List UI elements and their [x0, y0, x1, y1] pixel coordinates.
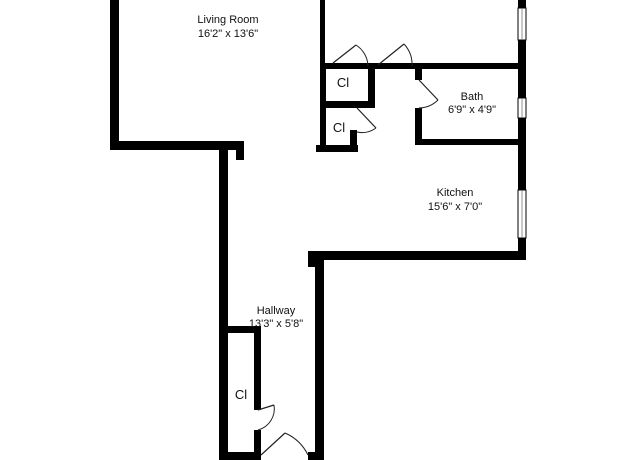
- middle-closet-bottom-wall: [316, 145, 358, 152]
- living-room-dims: 16'2" x 13'6": [198, 28, 258, 40]
- hallway-right-wall-corner: [308, 251, 324, 267]
- upper-closet-top-wall: [320, 63, 375, 69]
- room-labels: Living Room 16'2" x 13'6" Bath 6'9" x 4'…: [197, 14, 496, 402]
- right-exterior-wall-upper: [518, 40, 526, 98]
- lower-closet-label: Cl: [235, 387, 247, 402]
- door-upper-closet: [332, 44, 369, 67]
- upper-closet-bottom-wall: [320, 101, 375, 108]
- living-room-left-wall: [110, 0, 119, 150]
- doors: [257, 43, 439, 456]
- bath-left-wall: [415, 63, 422, 80]
- hallway-name: Hallway: [257, 305, 296, 317]
- kitchen-name: Kitchen: [437, 187, 474, 199]
- lower-closet-top-wall: [219, 326, 261, 333]
- bath-dims: 6'9" x 4'9": [448, 104, 496, 116]
- right-exterior-wall-mid: [518, 118, 526, 190]
- entry-bottom-wall: [219, 452, 261, 460]
- right-exterior-wall-top: [518, 0, 526, 8]
- hallway-left-wall: [219, 141, 228, 460]
- upper-closet-right-wall: [368, 63, 375, 105]
- door-lower-closet: [257, 404, 275, 431]
- middle-closet-right-stub: [350, 130, 357, 152]
- upper-closet-left-wall: [320, 63, 326, 105]
- door-middle-closet: [356, 107, 377, 134]
- living-room-name: Living Room: [197, 14, 258, 26]
- windows: [517, 7, 527, 239]
- upper-closet-label: Cl: [337, 75, 349, 90]
- hallway-dims: 13'3" x 5'8": [249, 318, 303, 330]
- hallway-right-wall: [315, 251, 324, 460]
- door-entry: [260, 432, 309, 456]
- lower-closet-right-wall: [254, 326, 261, 410]
- door-bath: [418, 79, 439, 109]
- living-room-bottom-wall: [110, 141, 244, 150]
- lower-closet-right-wall-lower: [254, 430, 261, 460]
- kitchen-bottom-wall: [308, 251, 526, 260]
- door-hall-to-living: [377, 43, 413, 67]
- window-bath: [517, 97, 527, 119]
- living-room-bottom-wall-stub: [236, 141, 244, 160]
- middle-closet-left-wall: [320, 104, 326, 152]
- right-exterior-wall-lower: [518, 238, 526, 260]
- entry-bottom-wall-right: [308, 452, 324, 460]
- walls: [110, 0, 526, 460]
- window-living-room: [517, 7, 527, 41]
- middle-closet-label: Cl: [333, 120, 345, 135]
- bath-top-wall: [375, 63, 525, 69]
- bath-left-wall-lower: [415, 108, 422, 145]
- kitchen-dims: 15'6" x 7'0": [428, 201, 482, 213]
- bath-name: Bath: [461, 91, 484, 103]
- window-kitchen: [517, 189, 527, 239]
- bath-bottom-wall: [415, 139, 525, 145]
- living-room-right-wall: [320, 0, 325, 65]
